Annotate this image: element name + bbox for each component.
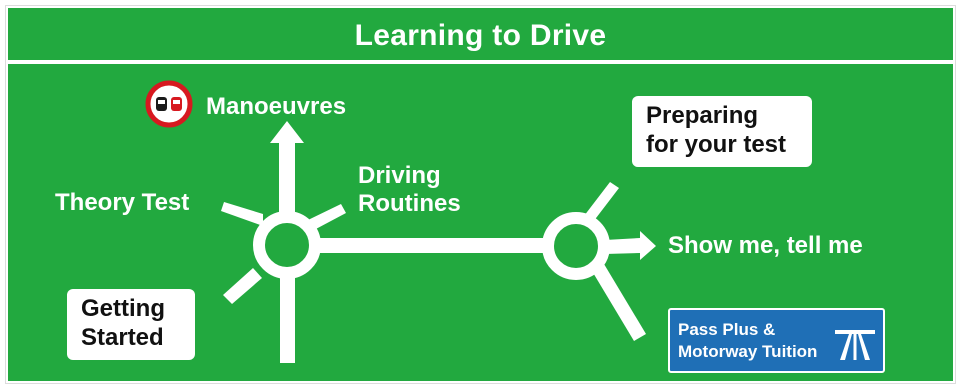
title-band: Learning to Drive xyxy=(8,8,953,64)
getting-started-line1: Getting xyxy=(81,295,165,322)
preparing-arm xyxy=(584,182,619,222)
pass-plus-text: Pass Plus & Motorway Tuition xyxy=(678,319,817,363)
page-title: Learning to Drive xyxy=(354,19,607,52)
theory-test-label: Theory Test xyxy=(55,189,190,216)
driving-routines-arm xyxy=(308,204,346,230)
show-me-tell-me-arm xyxy=(605,231,656,260)
manoeuvres-arm xyxy=(270,121,304,213)
pass-plus-box: Pass Plus & Motorway Tuition xyxy=(668,308,885,373)
driving-routines-line1: Driving xyxy=(358,162,441,189)
preparing-box: Preparing for your test xyxy=(632,96,812,167)
theory-test-arm xyxy=(221,202,263,226)
motorway-icon xyxy=(835,330,875,360)
connector-road xyxy=(315,238,552,253)
driving-routines-label: Driving Routines xyxy=(358,162,461,218)
driving-routines-line2: Routines xyxy=(358,190,461,217)
road-sign: Learning to Drive Manoeuvres xyxy=(6,6,955,383)
no-overtaking-icon xyxy=(145,80,193,128)
roundabout-diagram xyxy=(221,121,656,363)
right-roundabout-ring xyxy=(542,212,610,280)
getting-started-arm xyxy=(223,268,262,304)
preparing-line1: Preparing xyxy=(646,102,759,129)
show-me-tell-me-label: Show me, tell me xyxy=(668,232,863,259)
preparing-line2: for your test xyxy=(646,131,787,158)
left-roundabout-ring xyxy=(253,211,321,279)
pass-plus-line2: Motorway Tuition xyxy=(678,342,818,361)
pass-plus-line1: Pass Plus & xyxy=(678,320,776,339)
pass-plus-arm xyxy=(592,264,646,341)
manoeuvres-label: Manoeuvres xyxy=(206,93,347,120)
south-road xyxy=(280,276,295,363)
getting-started-line2: Started xyxy=(81,324,164,351)
getting-started-box: Getting Started xyxy=(67,289,195,360)
